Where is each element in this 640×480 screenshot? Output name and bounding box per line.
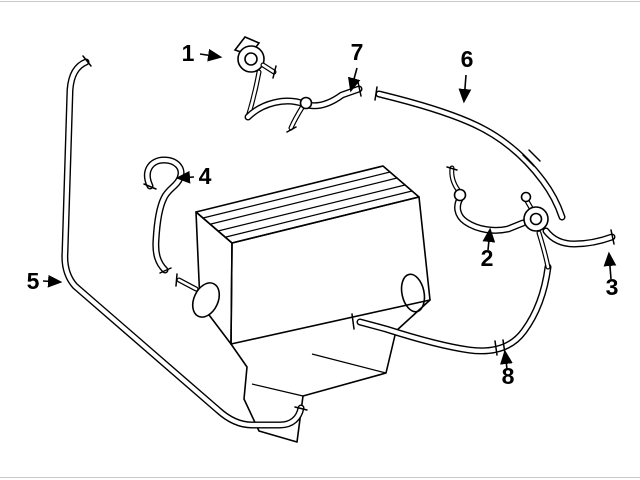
callout-label-7[interactable]: 7 — [351, 39, 364, 65]
callout-arrow-3 — [603, 251, 617, 280]
callout-label-4[interactable]: 4 — [199, 163, 212, 189]
top-border-line — [0, 1, 640, 2]
callout-arrow-4 — [175, 170, 195, 184]
callout-label-8[interactable]: 8 — [502, 363, 515, 389]
callout-label-5[interactable]: 5 — [27, 268, 40, 294]
callout-arrow-2 — [482, 227, 496, 251]
callout-arrow-8 — [500, 349, 513, 370]
callout-arrow-6 — [458, 74, 472, 104]
hose-3 — [536, 227, 616, 270]
callout-labels: 1 2 3 4 5 6 7 8 — [27, 39, 619, 389]
aux-water-pump-2 — [520, 191, 549, 232]
callout-arrow-1 — [199, 48, 223, 62]
hose-4 — [143, 156, 185, 274]
aux-water-pump-1 — [233, 36, 277, 79]
callout-label-2[interactable]: 2 — [481, 245, 494, 271]
bottom-border-line — [0, 477, 640, 478]
callout-label-3[interactable]: 3 — [606, 274, 619, 300]
hose-6 — [374, 86, 566, 221]
callout-arrow-5 — [42, 274, 63, 288]
callout-arrow-7 — [347, 67, 361, 93]
hose-8 — [356, 263, 552, 356]
callout-label-6[interactable]: 6 — [461, 46, 474, 72]
hose-7 — [244, 69, 363, 133]
callout-label-1[interactable]: 1 — [182, 40, 195, 66]
callout-arrows — [42, 48, 617, 370]
engine-block — [175, 165, 431, 443]
hose-5 — [61, 55, 308, 429]
hose-2 — [446, 165, 527, 234]
